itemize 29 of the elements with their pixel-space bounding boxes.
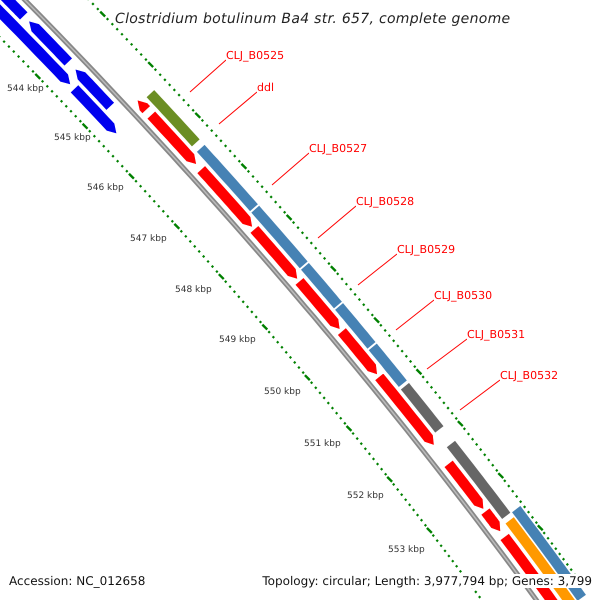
- gene-label: CLJ_B0531: [467, 328, 526, 341]
- gene-label: CLJ_B0528: [356, 195, 414, 208]
- leader-line: [218, 92, 258, 124]
- gene-label: CLJ_B0530: [434, 289, 492, 302]
- leader-line: [426, 338, 468, 370]
- leader-line: [318, 206, 356, 238]
- scale-label: 550 kbp: [264, 387, 301, 398]
- leader-line: [358, 254, 398, 286]
- scale-label: 548 kbp: [175, 285, 212, 296]
- gene-label: CLJ_B0532: [500, 369, 558, 382]
- leader-line: [190, 60, 226, 92]
- gene-label: CLJ_B0527: [309, 142, 368, 155]
- scale-label: 546 kbp: [87, 183, 124, 194]
- genome-summary-text: Topology: circular; Length: 3,977,794 bp; Genes: 3,799: [262, 574, 592, 588]
- accession-text: Accession: NC_012658: [9, 574, 146, 588]
- leader-line: [272, 152, 310, 186]
- scale-label: 544 kbp: [7, 84, 44, 95]
- scale-label: 553 kbp: [388, 545, 425, 556]
- scale-label: 551 kbp: [304, 439, 341, 450]
- leader-line: [396, 300, 434, 330]
- leader-line: [460, 380, 500, 410]
- scale-label: 552 kbp: [347, 491, 384, 502]
- scale-label: 545 kbp: [54, 133, 91, 144]
- gene-label: CLJ_B0529: [397, 243, 456, 256]
- scale-label: 547 kbp: [130, 234, 167, 245]
- gene-label: ddl: [257, 81, 274, 94]
- scale-label: 549 kbp: [219, 335, 256, 346]
- title: Clostridium botulinum Ba4 str. 657, complete genome: [115, 10, 510, 29]
- gene-label: CLJ_B0525: [226, 49, 284, 62]
